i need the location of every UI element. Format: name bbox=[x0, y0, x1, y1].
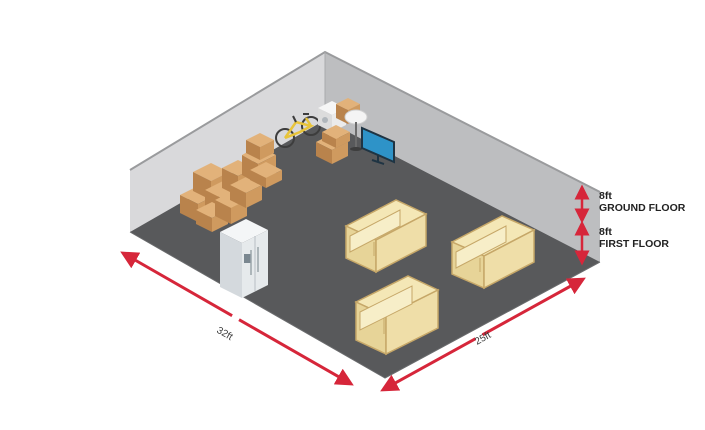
first-floor-height-value: 8ft bbox=[599, 226, 612, 238]
box bbox=[246, 133, 274, 160]
first-floor-height: 8ft FIRST FLOOR bbox=[599, 226, 669, 250]
ground-floor-label: GROUND FLOOR bbox=[599, 202, 686, 214]
length-label: 32ft bbox=[215, 325, 235, 343]
floor-lamp bbox=[344, 109, 368, 151]
refrigerator bbox=[220, 219, 268, 298]
television bbox=[361, 126, 395, 165]
box bbox=[193, 163, 229, 200]
back-wall bbox=[130, 52, 325, 232]
sofa bbox=[450, 215, 536, 290]
width-label: 25ft bbox=[473, 330, 493, 348]
length-arrow bbox=[120, 251, 354, 386]
width-arrow bbox=[380, 277, 586, 392]
box bbox=[322, 125, 350, 148]
cardboard-boxes-left bbox=[180, 133, 282, 232]
ground-floor-height: 8ft GROUND FLOOR bbox=[599, 190, 685, 214]
right-wall bbox=[325, 52, 600, 262]
ground-floor-height-value: 8ft bbox=[599, 190, 612, 202]
first-floor-label: FIRST FLOOR bbox=[599, 238, 669, 250]
box bbox=[250, 162, 282, 188]
sofa bbox=[344, 199, 428, 274]
